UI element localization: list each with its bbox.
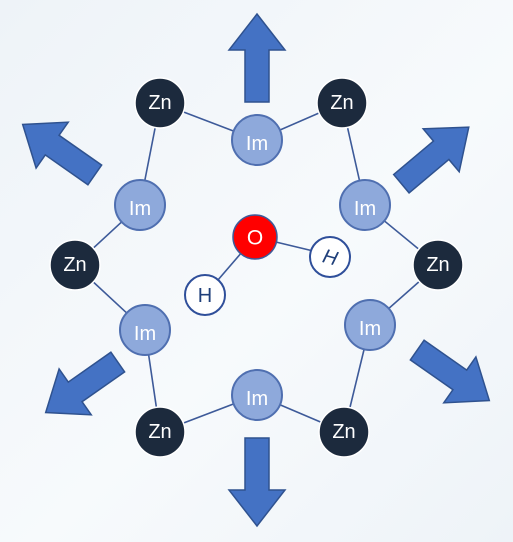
zn-atom: Zn — [134, 406, 186, 458]
zn-label: Zn — [332, 421, 355, 443]
oxygen-label: O — [247, 227, 263, 250]
oxygen-atom: O — [232, 214, 278, 260]
arrow-down — [227, 437, 287, 528]
im-label: Im — [359, 318, 381, 340]
zinc-atoms: Zn Zn Zn Zn Zn Zn — [49, 77, 464, 458]
hydrogen-atom: H — [184, 274, 226, 316]
im-label: Im — [134, 323, 156, 345]
hydrogen-atom: H — [309, 236, 351, 278]
imidazolate-atoms: Im Im Im Im Im Im — [114, 114, 396, 421]
arrow-up — [227, 12, 287, 103]
zn-label: Zn — [148, 421, 171, 443]
zn-label: Zn — [330, 92, 353, 114]
zn-atom: Zn — [134, 77, 186, 129]
im-atom: Im — [339, 179, 391, 231]
im-atom: Im — [231, 369, 283, 421]
hydrogen-label: H — [198, 285, 212, 307]
zn-atom: Zn — [412, 239, 464, 291]
water-molecule: O H H — [184, 214, 351, 316]
arrow-lower-right — [409, 339, 491, 404]
arrow-upper-left — [21, 121, 103, 186]
zn-atom: Zn — [49, 239, 101, 291]
arrow-upper-right — [392, 126, 470, 194]
hydrogen-label: H — [320, 246, 340, 271]
im-atom: Im — [231, 114, 283, 166]
zn-label: Zn — [426, 254, 449, 276]
im-label: Im — [354, 198, 376, 220]
im-label: Im — [246, 388, 268, 410]
zn-atom: Zn — [318, 406, 370, 458]
zn-atom: Zn — [316, 77, 368, 129]
arrows — [21, 12, 491, 528]
zn-label: Zn — [63, 254, 86, 276]
im-atom: Im — [119, 304, 171, 356]
im-label: Im — [246, 133, 268, 155]
im-atom: Im — [114, 179, 166, 231]
im-atom: Im — [344, 299, 396, 351]
arrow-lower-left — [44, 351, 126, 416]
zn-label: Zn — [148, 92, 171, 114]
im-label: Im — [129, 198, 151, 220]
